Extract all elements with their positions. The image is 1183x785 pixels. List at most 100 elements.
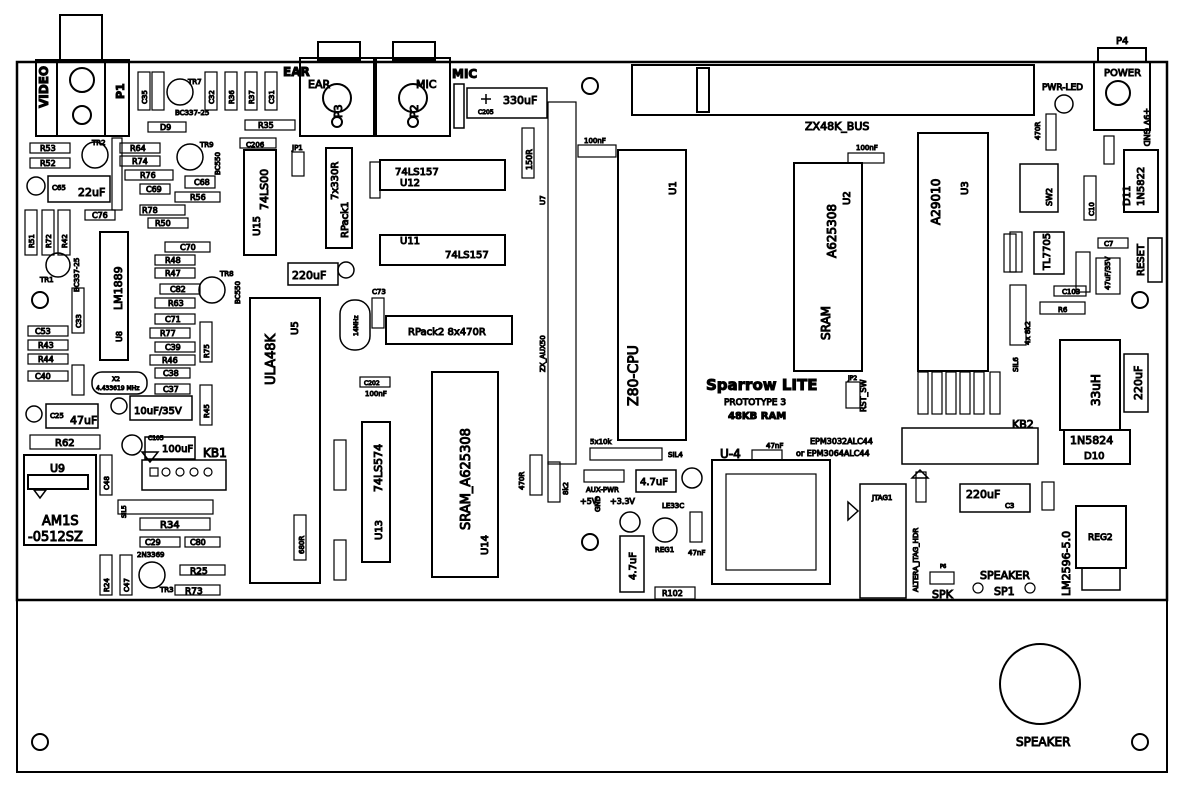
svg-text:R78: R78 [142, 206, 158, 215]
svg-text:or EPM3064ALC44: or EPM3064ALC44 [796, 449, 870, 458]
svg-text:8k2: 8k2 [562, 482, 570, 495]
svg-text:C70: C70 [180, 243, 196, 252]
svg-text:R34: R34 [160, 520, 180, 531]
svg-text:REG2: REG2 [1088, 533, 1113, 543]
board-ram: 48KB RAM [728, 411, 786, 422]
p9v-label: +9V [1142, 108, 1151, 126]
svg-text:P6: P6 [940, 564, 946, 570]
svg-text:C82: C82 [170, 285, 186, 294]
mounting-holes [31, 77, 1149, 751]
c205-value: 330uF [503, 94, 537, 107]
svg-text:BC550: BC550 [234, 281, 242, 304]
svg-text:R24: R24 [103, 578, 111, 592]
c1-capacitor [619, 535, 645, 593]
u1-z80 [617, 149, 687, 441]
d11-1n5822 [1123, 149, 1159, 213]
svg-text:U11: U11 [400, 236, 420, 247]
jtag1-header [859, 483, 907, 599]
svg-text:SIL6: SIL6 [1012, 357, 1020, 372]
svg-text:ALTERA_JTAG_HDR: ALTERA_JTAG_HDR [912, 528, 920, 592]
u9-am1s [23, 454, 97, 546]
svg-text:100nF: 100nF [584, 137, 606, 145]
svg-text:R74: R74 [132, 157, 148, 166]
svg-text:R46: R46 [162, 356, 178, 365]
u9-label: U9 [50, 462, 65, 475]
svg-text:AUX-PWR: AUX-PWR [586, 486, 619, 494]
svg-text:A29010: A29010 [929, 179, 943, 225]
u13-74ls574 [361, 421, 391, 563]
u4-epm3032 [711, 459, 831, 585]
kb1-label: KB1 [203, 446, 227, 460]
c25-capacitor [45, 403, 99, 429]
c25-value: 47uF [70, 414, 97, 427]
svg-text:R44: R44 [38, 355, 54, 364]
u8-label: U8 [115, 331, 124, 342]
mic-jack [375, 41, 451, 137]
svg-text:KB2: KB2 [1012, 418, 1034, 431]
svg-text:4.7uF: 4.7uF [628, 552, 639, 580]
svg-text:R73: R73 [185, 587, 203, 597]
svg-text:U1: U1 [668, 181, 679, 195]
ear-label-inner: EAR [308, 78, 330, 91]
svg-text:SPK: SPK [932, 588, 954, 601]
c2-capacitor [1123, 353, 1149, 413]
p4-label: P4 [1116, 36, 1128, 47]
svg-text:C206: C206 [246, 141, 265, 149]
p2-label: P2 [408, 104, 421, 118]
svg-text:D9: D9 [160, 123, 171, 132]
svg-text:C29: C29 [145, 538, 161, 547]
svg-text:C68: C68 [194, 178, 210, 187]
svg-text:R36: R36 [228, 90, 236, 104]
svg-text:C3: C3 [1005, 502, 1014, 510]
svg-text:A625308: A625308 [825, 204, 839, 258]
c34-capacitor [129, 395, 193, 421]
l1-inductor [1059, 339, 1121, 431]
svg-text:74LS00: 74LS00 [258, 169, 271, 210]
sw2-jumper [1019, 163, 1059, 213]
svg-text:C31: C31 [268, 90, 276, 104]
rpack1 [325, 147, 353, 249]
svg-text:C47: C47 [123, 578, 131, 592]
svg-text:C39: C39 [165, 343, 181, 352]
svg-text:C7: C7 [1104, 240, 1113, 248]
transistors [45, 78, 226, 589]
c105-value: 100uF [162, 444, 193, 455]
svg-text:R48: R48 [165, 256, 181, 265]
svg-text:100nF: 100nF [365, 390, 387, 398]
u2-sram [793, 162, 863, 372]
aux-pwr-connector [583, 469, 625, 483]
c205-capacitor [453, 83, 548, 129]
svg-text:RESET: RESET [1136, 243, 1147, 276]
svg-text:470R: 470R [518, 472, 526, 490]
svg-text:R50: R50 [155, 219, 171, 228]
svg-text:EPM3032ALC44: EPM3032ALC44 [810, 437, 873, 446]
svg-text:R43: R43 [38, 341, 54, 350]
svg-text:220uF: 220uF [292, 269, 326, 282]
svg-text:C38: C38 [163, 369, 179, 378]
svg-text:Z80-CPU: Z80-CPU [626, 345, 642, 406]
svg-text:SP1: SP1 [994, 585, 1015, 598]
svg-text:U5: U5 [290, 321, 301, 335]
ear-jack [299, 41, 375, 137]
svg-text:REG1: REG1 [655, 546, 674, 554]
svg-text:SRAM: SRAM [819, 306, 833, 340]
svg-text:R53: R53 [40, 144, 56, 153]
x2-ref: X2 [112, 376, 120, 383]
svg-text:C80: C80 [190, 538, 206, 547]
power-label: POWER [1104, 68, 1141, 79]
sil4 [589, 447, 663, 461]
svg-text:U15: U15 [252, 216, 263, 236]
video-label: VIDEO [37, 66, 51, 108]
svg-text:5x10k: 5x10k [590, 438, 613, 446]
svg-text:47nF: 47nF [766, 442, 783, 450]
svg-text:JTAG1: JTAG1 [871, 494, 892, 502]
power-connector [1093, 47, 1151, 131]
mic-label: MIC [452, 67, 477, 81]
svg-text:TR7: TR7 [187, 78, 202, 86]
jp1-jumper [291, 151, 305, 177]
svg-text:R75: R75 [203, 344, 211, 358]
u15-74ls00 [243, 149, 277, 256]
